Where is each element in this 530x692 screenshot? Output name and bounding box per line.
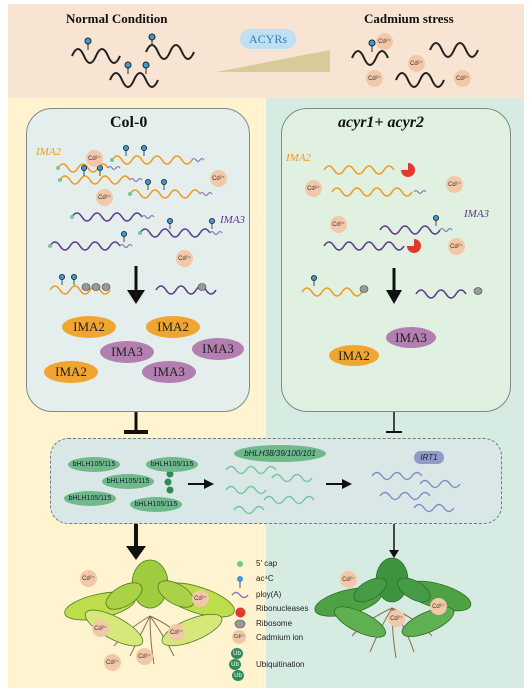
col0-caps bbox=[48, 158, 142, 248]
cadmium-ion-plant-col0-4: Cd²⁺ bbox=[168, 624, 185, 641]
col0-arrow-head bbox=[127, 290, 145, 304]
cadmium-ion-header-3: Cd²⁺ bbox=[366, 70, 383, 87]
ac4c-icon bbox=[237, 576, 243, 582]
col0-ribosome-units bbox=[81, 283, 207, 291]
col0-ima2-protein-2: IMA2 bbox=[146, 316, 200, 338]
cadmium-stress-title: Cadmium stress bbox=[364, 11, 454, 26]
cadmium-ion-header-2: Cd²⁺ bbox=[408, 55, 425, 72]
header-rna-normal bbox=[71, 44, 195, 88]
cadmium-ion-plant-col0-1: Cd²⁺ bbox=[80, 570, 97, 587]
cadmium-ion-header-4: Cd²⁺ bbox=[454, 70, 471, 87]
mutant-polya-tails bbox=[413, 189, 453, 233]
irt1-label: IRT1 bbox=[414, 451, 444, 464]
mutant-ima2-protein: IMA2 bbox=[329, 345, 379, 366]
cadmium-ion-mut-1: Cd²⁺ bbox=[305, 180, 322, 197]
cadmium-ion-mut-2: Cd²⁺ bbox=[446, 176, 463, 193]
cadmium-ion-plant-col0-2: Cd²⁺ bbox=[192, 590, 209, 607]
mutant-ima2-rna-label: IMA2 bbox=[286, 152, 312, 164]
cadmium-ion-col0-3: Cd²⁺ bbox=[96, 189, 113, 206]
col0-translating-sites bbox=[59, 273, 78, 285]
poly-a-tail-icon bbox=[231, 591, 249, 599]
col0-title: Col-0 bbox=[110, 114, 148, 131]
legend-icons bbox=[231, 561, 249, 629]
mutant-ima3-transcripts bbox=[323, 225, 441, 251]
irt1-transcripts bbox=[371, 471, 461, 513]
target-transcripts bbox=[225, 465, 315, 515]
ribosome-icon bbox=[234, 619, 246, 629]
ribonuclease-icon bbox=[235, 607, 246, 618]
col0-ima3-transcripts bbox=[49, 212, 211, 251]
cadmium-ion-legend-icon: Cd²⁺ bbox=[232, 630, 246, 644]
header-ac4c-cadmium bbox=[368, 39, 376, 52]
mutant-ima3-protein: IMA3 bbox=[386, 327, 436, 348]
mutant-ima2-transcripts bbox=[323, 165, 413, 197]
cytoplasm-ubiquitin bbox=[164, 470, 174, 494]
legend-label-ribonuclease: Ribonucleases bbox=[256, 604, 309, 613]
cadmium-ion-col0-1: Cd²⁺ bbox=[86, 150, 103, 167]
col0-ima2-protein-3: IMA2 bbox=[44, 361, 98, 383]
cadmium-ion-header-1: Cd²⁺ bbox=[376, 33, 393, 50]
header-ac4c-marks bbox=[84, 33, 156, 74]
col0-ima3-protein-3: IMA3 bbox=[142, 361, 196, 383]
bhlh105-115-factor-2: bHLH105/115 bbox=[146, 457, 198, 472]
acyrs-label: ACYRs bbox=[240, 29, 296, 49]
col0-ima3-rna-label: IMA3 bbox=[220, 214, 246, 226]
mutant-arrow-head bbox=[386, 290, 402, 304]
legend-label-polya: ploy(A) bbox=[256, 590, 282, 599]
legend-label-cadmium: Cadmium ion bbox=[256, 633, 304, 642]
legend-label-ubiquitination: Ubiquitination bbox=[256, 660, 305, 669]
mutant-plant bbox=[314, 557, 472, 659]
ubiquitin-icon: Ub Ub Ub bbox=[229, 648, 244, 684]
cadmium-ion-mut-4: Cd²⁺ bbox=[448, 238, 465, 255]
legend-label-cap: 5' cap bbox=[256, 559, 278, 568]
mutant-ribonuclease bbox=[401, 163, 421, 253]
mutant-ac4c-sites bbox=[310, 214, 439, 286]
cadmium-ion-plant-mut-2: Cd²⁺ bbox=[430, 598, 447, 615]
cadmium-ion-mut-3: Cd²⁺ bbox=[330, 216, 347, 233]
bhlh105-115-factor-5: bHLH105/115 bbox=[130, 497, 182, 512]
col0-ima2-transcripts bbox=[57, 155, 201, 199]
bhlh105-115-factor-4: bHLH105/115 bbox=[64, 491, 116, 506]
mutant-title: acyr1+ acyr2 bbox=[338, 114, 424, 131]
cadmium-ion-plant-mut-3: Cd²⁺ bbox=[388, 610, 405, 627]
col0-ima2-protein-1: IMA2 bbox=[62, 316, 116, 338]
legend-label-ribosome: Ribosome bbox=[256, 619, 293, 628]
bhlh-target-genes-label: bHLH38/39/100/101 bbox=[234, 445, 326, 462]
col0-ac4c-sites bbox=[81, 144, 215, 242]
bhlh105-115-factor-1: bHLH105/115 bbox=[68, 457, 120, 472]
acyrs-gradient-wedge bbox=[216, 50, 330, 72]
cadmium-ion-col0-4: Cd²⁺ bbox=[176, 250, 193, 267]
normal-condition-title: Normal Condition bbox=[66, 11, 168, 26]
cadmium-ion-plant-col0-6: Cd²⁺ bbox=[136, 648, 153, 665]
header-region bbox=[8, 4, 524, 98]
col0-translating-transcripts bbox=[49, 285, 217, 295]
five-prime-cap-icon bbox=[237, 561, 243, 567]
col0-ima3-protein-2: IMA3 bbox=[192, 338, 244, 360]
mutant-panel bbox=[281, 108, 511, 412]
cadmium-ion-plant-col0-3: Cd²⁺ bbox=[92, 620, 109, 637]
col0-polya-tails bbox=[107, 157, 223, 249]
cadmium-ion-plant-col0-5: Cd²⁺ bbox=[104, 654, 121, 671]
cadmium-ion-col0-2: Cd²⁺ bbox=[210, 170, 227, 187]
mutant-ima3-rna-label: IMA3 bbox=[464, 208, 490, 220]
col0-ima2-rna-label: IMA2 bbox=[36, 146, 62, 158]
col0-ima3-protein-1: IMA3 bbox=[100, 341, 154, 363]
mutant-translating-transcripts bbox=[301, 287, 467, 299]
legend-label-ac4c: ac⁴C bbox=[256, 574, 274, 583]
header-rna-cadmium bbox=[351, 42, 479, 88]
mutant-ribosome-units bbox=[359, 285, 483, 295]
cadmium-ion-plant-mut-1: Cd²⁺ bbox=[340, 571, 357, 588]
bhlh105-115-factor-3: bHLH105/115 bbox=[102, 474, 154, 489]
